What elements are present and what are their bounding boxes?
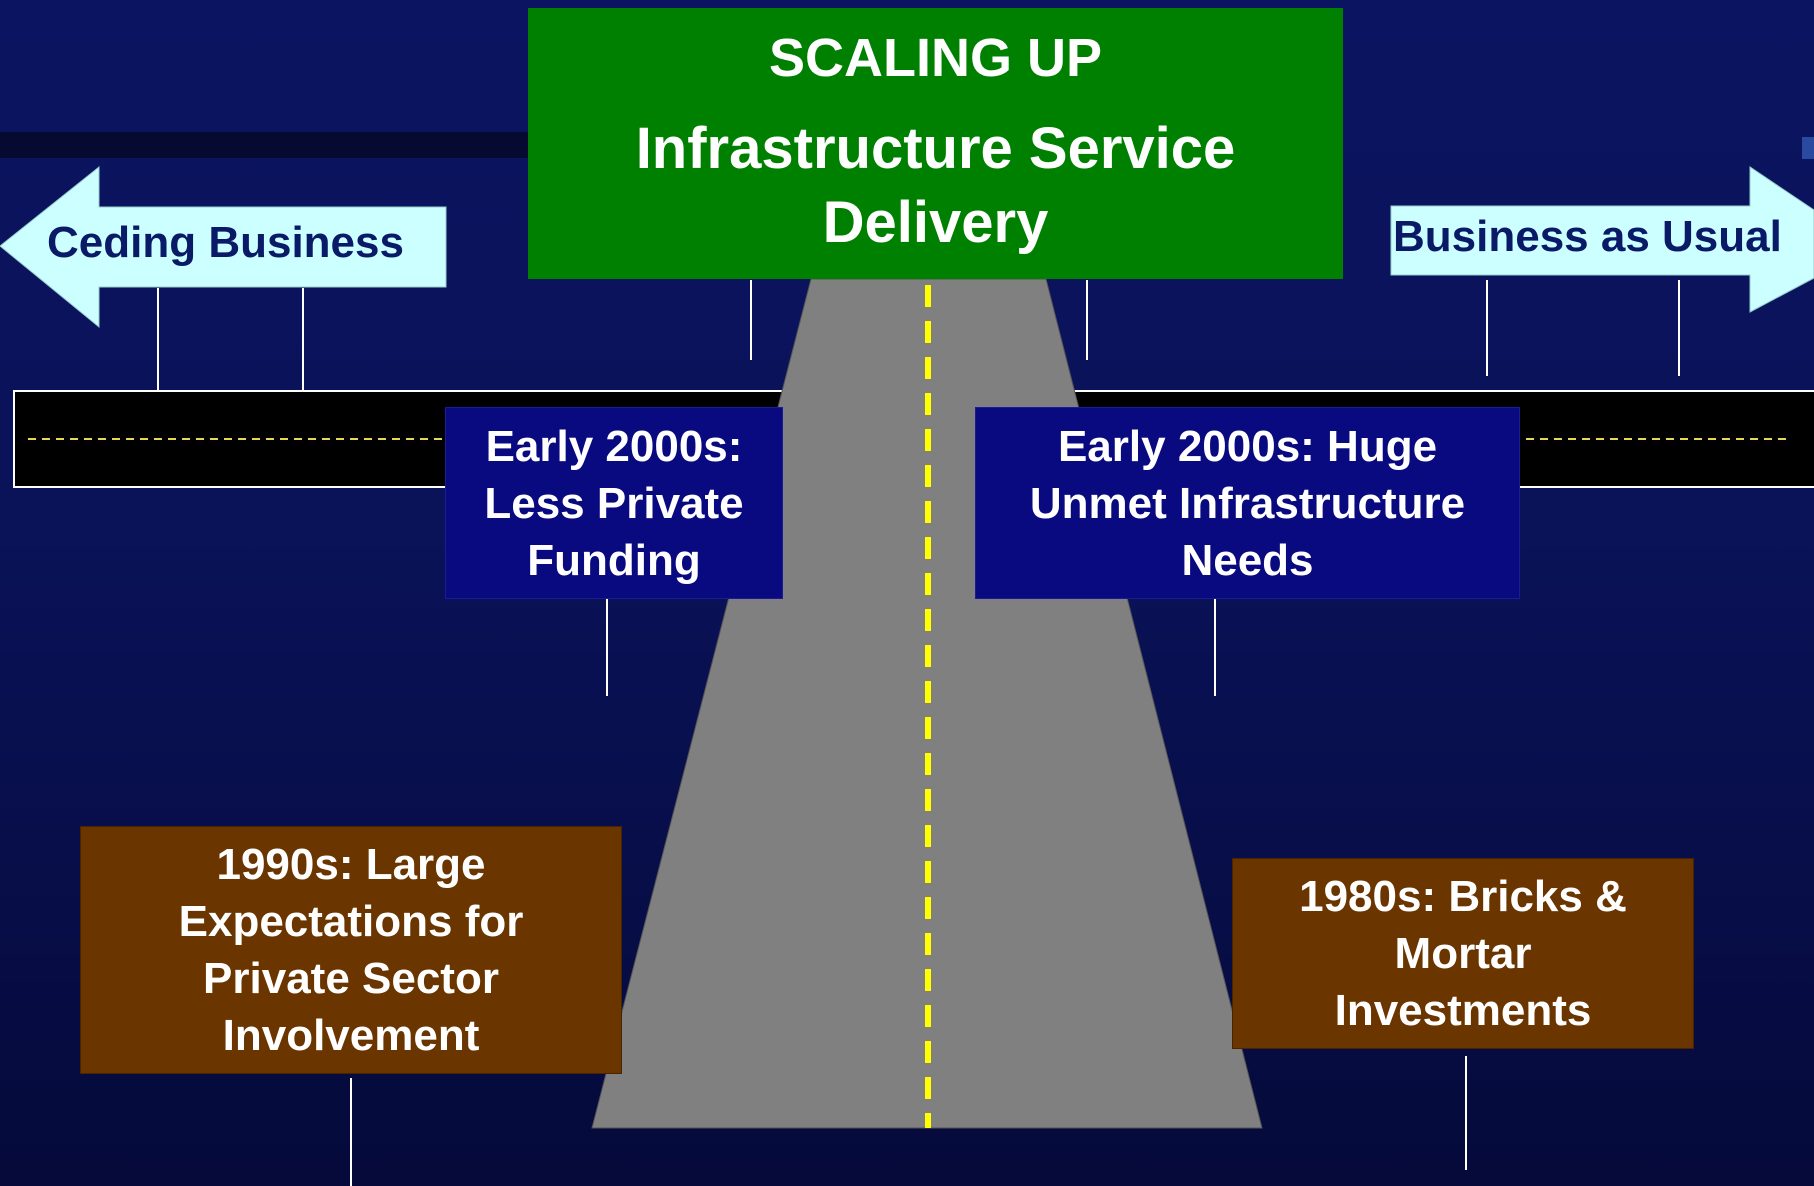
title-line-3: Delivery [822,189,1049,255]
title-line-1: SCALING UP [768,27,1103,88]
milestone-text: Needs [1181,535,1314,585]
milestone-text: Early 2000s: [485,421,743,471]
business-as-usual-label: Business as Usual [1393,212,1782,261]
milestone-early-2000s-unmet-needs: Early 2000s: Huge Unmet Infrastructure N… [975,407,1520,599]
milestone-early-2000s-less-funding: Early 2000s: Less Private Funding [445,407,783,599]
milestone-text: Funding [527,535,701,585]
connector-lines [157,280,1680,1186]
milestone-text: Involvement [222,1011,480,1060]
milestone-text: 1980s: Bricks & [1299,872,1627,921]
milestone-text: Private Sector [203,954,499,1003]
milestone-1990s: 1990s: Large Expectations for Private Se… [80,826,622,1074]
left-arrow [0,165,447,329]
milestone-text: 1990s: Large [216,840,486,889]
title-line-2: Infrastructure Service [635,115,1236,181]
milestone-text: Mortar [1394,929,1532,978]
dark-band [0,132,540,158]
milestone-text: Investments [1334,986,1592,1035]
milestone-text: Expectations for [178,897,524,946]
blue-accent [1802,137,1814,159]
ceding-business-label: Ceding Business [47,218,404,267]
right-arrow [1390,166,1814,313]
milestone-text: Unmet Infrastructure [1029,478,1466,528]
milestone-text: Early 2000s: Huge [1057,421,1438,471]
milestone-1980s: 1980s: Bricks & Mortar Investments [1232,858,1694,1049]
milestone-text: Less Private [484,478,744,528]
title-box: SCALING UP Infrastructure Service Delive… [528,8,1343,279]
